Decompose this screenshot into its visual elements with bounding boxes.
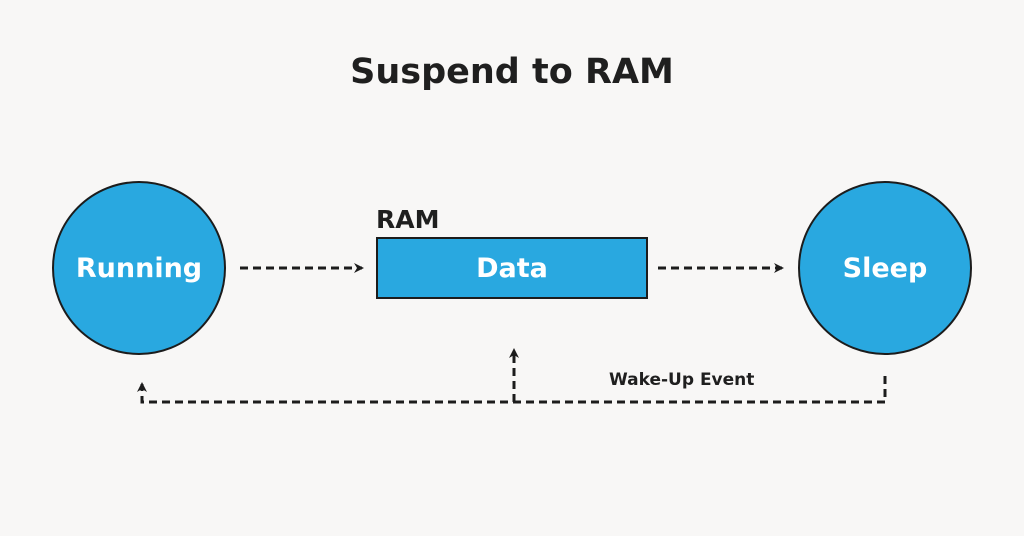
wake-up-event-label: Wake-Up Event — [609, 370, 755, 390]
sleep-state-node: Sleep — [798, 181, 972, 355]
running-state-label: Running — [75, 252, 203, 284]
ram-data-box: Data — [376, 237, 648, 299]
ram-label: RAM — [376, 205, 440, 234]
diagram-title: Suspend to RAM — [350, 52, 674, 92]
sleep-state-label: Sleep — [842, 252, 928, 284]
running-state-node: Running — [52, 181, 226, 355]
ram-data-label: Data — [476, 252, 548, 284]
